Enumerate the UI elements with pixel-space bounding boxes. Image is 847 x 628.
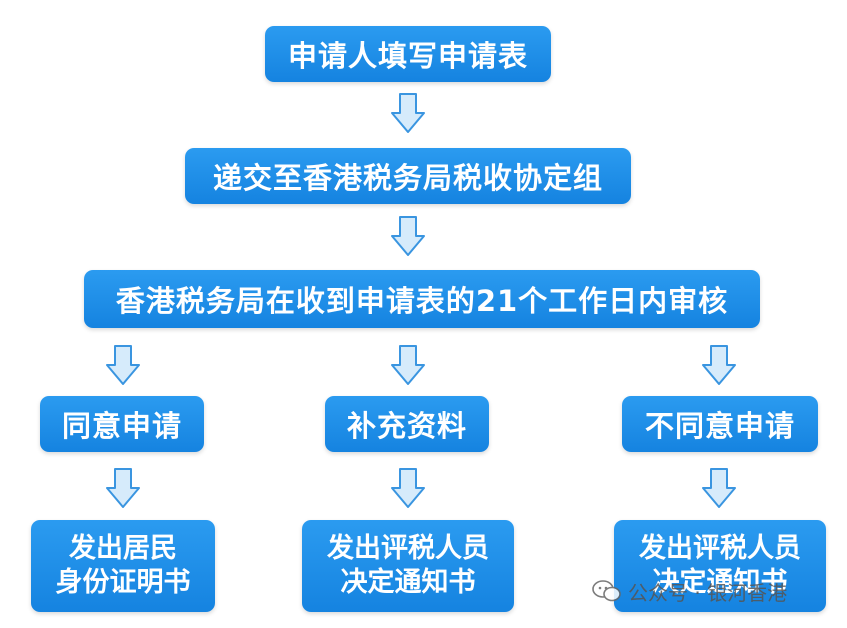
outcome-line-2: 决定通知书 [340, 567, 476, 598]
arrow-down-icon [391, 345, 425, 385]
decision-agree: 同意申请 [40, 396, 204, 452]
outcome-line-2: 决定通知书 [652, 567, 788, 598]
step-fill-application-label: 申请人填写申请表 [287, 39, 528, 73]
arrow-down-icon [391, 93, 425, 133]
decision-supplement-label: 补充资料 [346, 409, 467, 443]
decision-disagree: 不同意申请 [622, 396, 818, 452]
arrow-down-icon [391, 216, 425, 256]
outcome-residence-certificate: 发出居民 身份证明书 [31, 520, 215, 612]
wechat-icon [592, 580, 621, 602]
arrow-down-icon [702, 468, 736, 508]
step-review-label: 香港税务局在收到申请表的21个工作日内审核 [115, 284, 729, 318]
decision-supplement: 补充资料 [325, 396, 489, 452]
step-submit-ird: 递交至香港税务局税收协定组 [185, 148, 631, 204]
watermark: 公众号 · 银河香港 [592, 574, 787, 608]
outcome-line-1: 发出居民 [69, 533, 177, 564]
step-fill-application: 申请人填写申请表 [265, 26, 551, 82]
outcome-line-1: 发出评税人员 [639, 533, 801, 564]
step-review-21-days: 香港税务局在收到申请表的21个工作日内审核 [84, 270, 760, 328]
decision-agree-label: 同意申请 [61, 409, 182, 443]
arrow-down-icon [106, 345, 140, 385]
outcome-line-2: 身份证明书 [55, 567, 191, 598]
arrow-down-icon [702, 345, 736, 385]
step-submit-ird-label: 递交至香港税务局税收协定组 [212, 161, 603, 195]
arrow-down-icon [391, 468, 425, 508]
watermark-text: 公众号 · 银河香港 [628, 580, 788, 605]
outcome-assessor-notice-disagree: 发出评税人员 决定通知书 [614, 520, 826, 612]
decision-disagree-label: 不同意申请 [644, 409, 795, 443]
arrow-down-icon [106, 468, 140, 508]
outcome-line-1: 发出评税人员 [327, 533, 489, 564]
outcome-assessor-notice-supplement: 发出评税人员 决定通知书 [302, 520, 514, 612]
